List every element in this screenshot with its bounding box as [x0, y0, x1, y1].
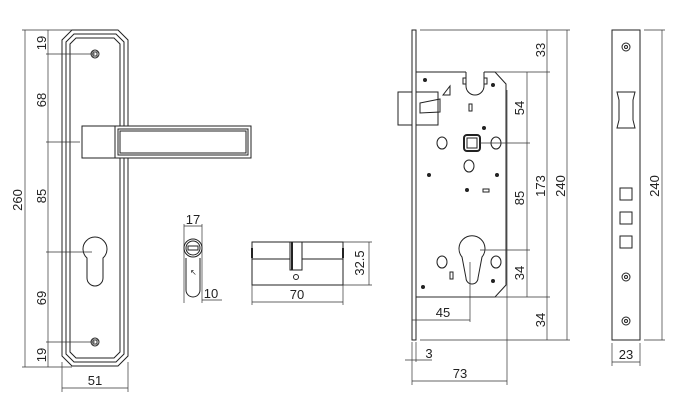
mortise-lock-side-view: 33 54 85 173 240 34 34 45 3 73 [397, 29, 570, 385]
spindle-hub [463, 134, 481, 152]
dim-mortise-240: 240 [553, 175, 568, 197]
dim-backset-45: 45 [436, 305, 450, 320]
dim-faceplate-240: 240 [647, 175, 662, 197]
latch-bolt [397, 91, 413, 126]
keyhole [82, 236, 108, 287]
dim-mortise-173: 173 [533, 175, 548, 197]
dim-handle-total: 260 [10, 189, 25, 211]
dim-cylinder-length: 70 [290, 287, 304, 302]
dim-faceplate-23: 23 [619, 347, 633, 362]
cylinder-front-view: 32.5 70 [251, 241, 372, 305]
handle-rose [81, 125, 117, 159]
dim-handle-bottom: 19 [34, 348, 49, 362]
dim-faceplate-3: 3 [425, 346, 432, 361]
handle-plate-view: 260 19 68 85 69 19 51 [10, 29, 252, 392]
dim-handle-69: 69 [34, 291, 49, 305]
dim-cylinder-height: 32.5 [352, 250, 367, 275]
faceplate-front-view: 240 23 [611, 29, 665, 366]
faceplate-edge [411, 29, 417, 341]
dim-mortise-key-34: 34 [512, 266, 527, 280]
dim-handle-85: 85 [34, 189, 49, 203]
dim-mortise-33: 33 [533, 43, 548, 57]
dim-mortise-73: 73 [453, 366, 467, 381]
dim-mortise-bottom-34: 34 [533, 313, 548, 327]
dim-cylinder-17: 17 [186, 212, 200, 227]
cylinder-side-view: 17 ↖ 10 [183, 212, 222, 303]
dim-mortise-85: 85 [512, 191, 527, 205]
latch-opening [616, 91, 636, 129]
dim-handle-width: 51 [88, 373, 102, 388]
dim-cylinder-10: 10 [204, 286, 218, 301]
dim-handle-68: 68 [34, 93, 49, 107]
mortise-keyhole [458, 235, 486, 285]
svg-text:↖: ↖ [190, 268, 197, 277]
plate-outline [61, 29, 129, 367]
dim-mortise-54: 54 [512, 101, 527, 115]
dim-handle-top: 19 [34, 36, 49, 50]
